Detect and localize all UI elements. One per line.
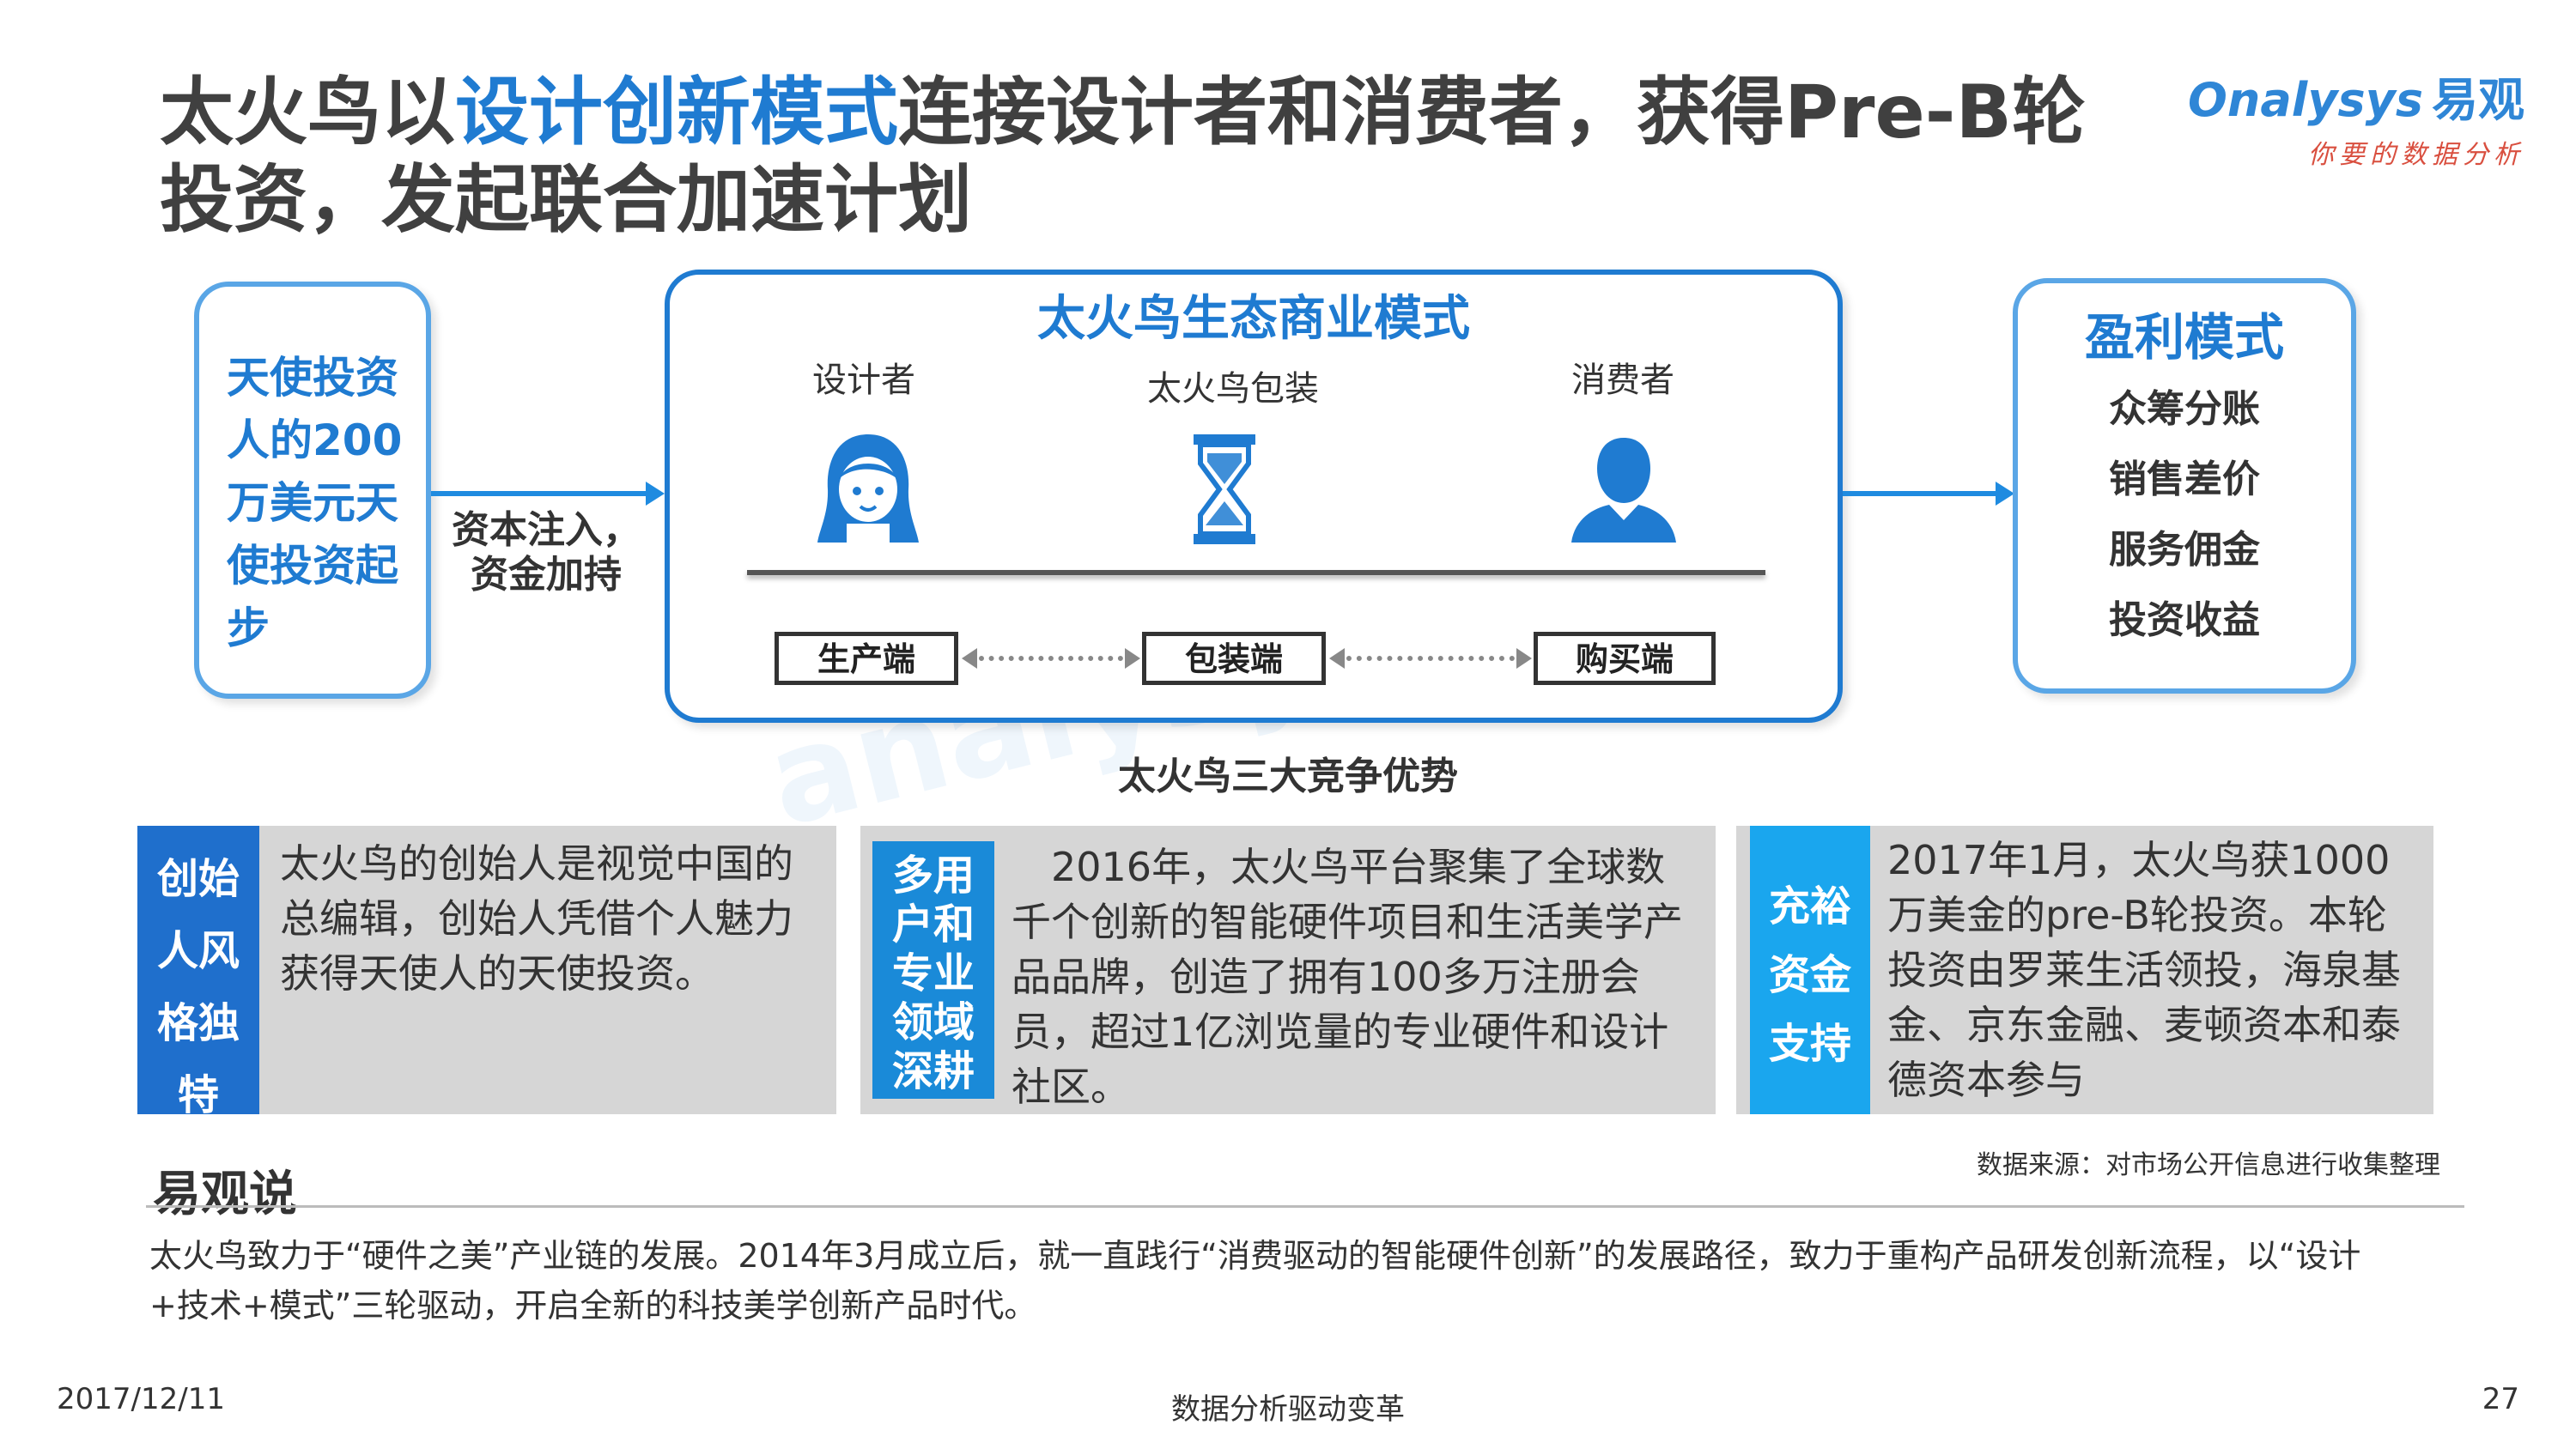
analysys-says-divider [146, 1205, 2464, 1208]
stage-packaging: 包装端 [1142, 632, 1326, 685]
stage-purchase: 购买端 [1534, 632, 1716, 685]
card-label-line: 特 [177, 1071, 219, 1119]
card-label-line: 充裕 [1768, 882, 1851, 931]
analysys-says-title: 易观说 [153, 1167, 297, 1222]
stage-production: 生产端 [775, 632, 958, 685]
advantage-card-users [860, 826, 1716, 1114]
investment-arrow-head [646, 482, 665, 506]
profit-item-price-margin: 销售差价 [2109, 458, 2260, 501]
logo-slogan: 你要的数据分析 [2308, 140, 2524, 170]
dotted-arrow-left-head-1 [962, 648, 977, 669]
title-part2: 连接设计者和消费者，获得Pre-B轮 [898, 70, 2087, 155]
card-label-line: 多用 [891, 852, 975, 900]
advantage-text-users: 2016年，太火鸟平台聚集了全球数千个创新的智能硬件项目和生活美学产品品牌，创造… [1012, 844, 1683, 1110]
capital-injection-label: 资本注入， 资金加持 [443, 508, 649, 597]
card-label-line: 支持 [1768, 1020, 1851, 1068]
page-number: 27 [2482, 1382, 2519, 1416]
card-label-line: 创始 [156, 855, 240, 903]
dotted-arrow-right-head-1 [1125, 648, 1140, 669]
profit-arrow-line [1843, 491, 1997, 496]
dotted-connector-2 [1346, 656, 1515, 661]
role-designer: 设计者 [812, 361, 915, 400]
card-label-line: 专业 [891, 949, 975, 997]
role-consumer: 消费者 [1571, 361, 1674, 400]
dotted-connector-1 [979, 656, 1123, 661]
dotted-arrow-right-head-2 [1516, 648, 1532, 669]
title-line2: 投资，发起联合加速计划 [160, 157, 972, 243]
advantage-label-founder: 创始 人风 格独 特 [137, 826, 259, 1119]
card-label-line: 人风 [156, 927, 240, 975]
card-label-line: 格独 [156, 999, 240, 1047]
female-user-icon [817, 434, 919, 543]
model-baseline [747, 570, 1765, 575]
logo-brand-en: Onalysys [2188, 73, 2423, 127]
business-model-title: 太火鸟生态商业模式 [1037, 291, 1470, 347]
angel-investment-text: 天使投资人的200万美元天使投资起步 [227, 353, 403, 653]
hourglass-icon [1194, 434, 1255, 544]
card-label-line: 深耕 [891, 1047, 975, 1095]
investment-arrow-line [431, 491, 647, 496]
footer-date: 2017/12/11 [57, 1382, 225, 1416]
page-title: 太火鸟以设计创新模式连接设计者和消费者，获得Pre-B轮 投资，发起联合加速计划 [160, 69, 2263, 244]
profit-model-title: 盈利模式 [2084, 308, 2284, 367]
advantage-text-founder: 太火鸟的创始人是视觉中国的总编辑，创始人凭借个人魅力获得天使人的天使投资。 [280, 840, 793, 997]
angel-investment-box: 天使投资人的200万美元天使投资起步 [194, 282, 431, 699]
card-label-line: 领域 [891, 998, 975, 1046]
card-label-line: 资金 [1768, 951, 1851, 999]
role-packaging: 太火鸟包装 [1147, 369, 1319, 409]
profit-item-commission: 服务佣金 [2109, 528, 2260, 572]
capital-injection-line1: 资本注入， [452, 508, 641, 552]
profit-item-crowdfunding: 众筹分账 [2109, 387, 2260, 431]
male-user-icon [1571, 438, 1676, 543]
dotted-arrow-left-head-2 [1329, 648, 1345, 669]
advantage-text-funding: 2017年1月，太火鸟获1000 万美金的pre-B轮投资。本轮投资由罗莱生活领… [1887, 837, 2401, 1103]
card-label-line: 户和 [891, 900, 975, 949]
profit-item-investment-return: 投资收益 [2109, 598, 2260, 642]
title-part1: 太火鸟以 [160, 70, 455, 155]
analysys-says-text: 太火鸟致力于“硬件之美”产业链的发展。2014年3月成立后，就一直践行“消费驱动… [149, 1237, 2361, 1325]
advantage-label-funding: 充裕 资金 支持 [1750, 826, 1870, 1114]
advantages-title: 太火鸟三大竞争优势 [1118, 755, 1458, 798]
logo-brand-cn: 易观 [2432, 73, 2524, 127]
profit-arrow-head [1996, 482, 2014, 506]
profit-model-box [2013, 278, 2356, 694]
data-source: 数据来源：对市场公开信息进行收集整理 [1977, 1150, 2440, 1180]
capital-injection-line2: 资金加持 [471, 553, 622, 597]
title-highlight: 设计创新模式 [455, 70, 898, 155]
footer-slogan: 数据分析驱动变革 [1171, 1392, 1405, 1427]
advantage-label-users: 多用 户和 专业 领域 深耕 [872, 841, 994, 1099]
